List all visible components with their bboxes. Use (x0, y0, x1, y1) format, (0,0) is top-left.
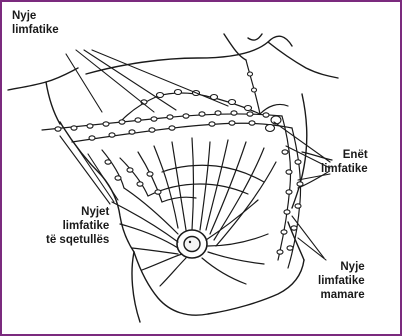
label-line: Nyje (318, 260, 365, 274)
label-line: limfatike (318, 274, 365, 288)
label-lymph-nodes: Nyje limfatike (12, 9, 59, 37)
label-axillary-nodes: Nyjet limfatike të sqetullës (46, 205, 109, 247)
label-lymph-vessels: Enët limfatike (321, 148, 368, 176)
label-line: Nyjet (46, 205, 109, 219)
label-line: Enët (321, 148, 368, 162)
label-line: mamare (318, 288, 365, 302)
label-line: limfatike (321, 162, 368, 176)
label-line: Nyje (12, 9, 59, 23)
label-line: limfatike (12, 23, 59, 37)
label-mammary-nodes: Nyje limfatike mamare (318, 260, 365, 302)
body-outline (8, 34, 338, 322)
label-line: limfatike (46, 219, 109, 233)
label-line: të sqetullës (46, 233, 109, 247)
